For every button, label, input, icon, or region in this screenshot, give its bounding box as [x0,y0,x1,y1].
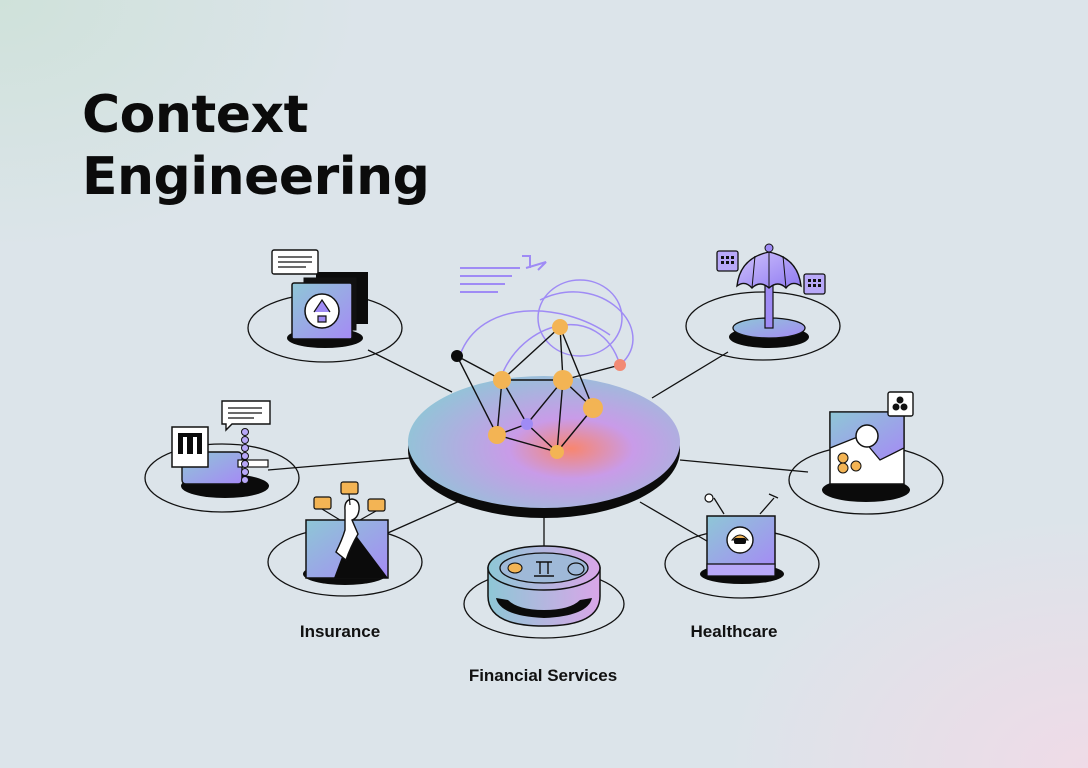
graph-node [550,445,564,459]
graph-node [552,319,568,335]
title-line-2: Engineering [82,147,430,207]
node-map-card [788,391,944,515]
graph-node [488,426,506,444]
chat-bubble-icon [271,249,319,275]
page-title: Context Engineering [82,84,430,208]
title-line-1: Context [82,85,308,145]
label-insurance: Insurance [299,622,381,641]
map-pin-icon [855,424,879,448]
calendar-icon [803,273,826,295]
node-financial-services [463,545,625,639]
calendar-icon [716,250,739,272]
graph-node-purple [521,418,533,430]
graph-node [493,371,511,389]
building-icon [171,426,209,468]
graph-node-black [451,350,463,362]
node-healthcare [664,493,820,599]
node-device [144,400,300,513]
chain-links [241,428,249,484]
graph-node [583,398,603,418]
central-platform [408,376,680,518]
node-documents [247,249,403,363]
graph-node [553,370,573,390]
node-umbrella [685,243,841,361]
chat-bubble-icon [221,400,271,432]
network-graph [451,279,634,459]
text-lines-decoration [460,255,547,293]
people-icon [887,391,914,417]
graph-node-salmon [614,359,626,371]
person-icon [335,498,360,562]
node-insurance [267,481,423,597]
label-healthcare: Healthcare [690,622,778,641]
pillar-icon [534,561,554,577]
label-financial-services: Financial Services [468,666,618,685]
